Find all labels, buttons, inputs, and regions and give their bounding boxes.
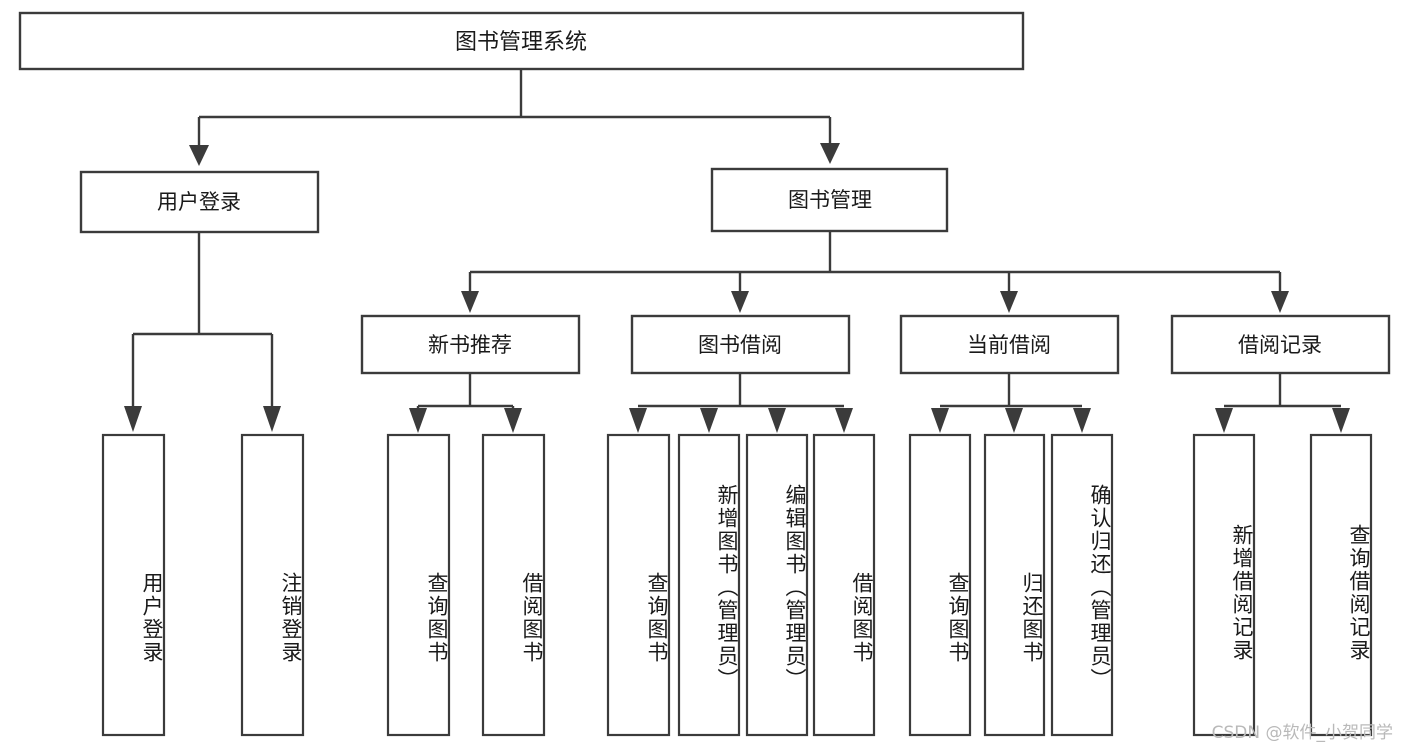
node-user-login[interactable]: 用户登录: [79, 170, 320, 234]
node-book-borrow-label: 图书借阅: [698, 333, 782, 357]
leaf-box-borrow-book-2[interactable]: [812, 433, 876, 737]
node-book-manage-box[interactable]: [710, 167, 949, 233]
arrow-head-current-borrow: [1000, 291, 1018, 313]
leaf-box-return-book[interactable]: [983, 433, 1046, 737]
arrow-head-leaf-return-book: [1005, 408, 1023, 433]
leaf-box-query-book-3[interactable]: [908, 433, 972, 737]
node-book-manage[interactable]: 图书管理: [710, 167, 949, 233]
connectors-book-manage-to-level3: [461, 231, 1289, 313]
leaf-box-query-book-2[interactable]: [606, 433, 671, 737]
arrow-head-leaf-add-record: [1215, 408, 1233, 433]
node-book-borrow-box[interactable]: [630, 314, 851, 375]
node-book-borrow[interactable]: 图书借阅: [630, 314, 851, 375]
node-borrow-record[interactable]: 借阅记录: [1170, 314, 1391, 375]
arrow-head-leaf-query-book-2: [629, 408, 647, 433]
leaf-box-add-book[interactable]: [677, 433, 741, 737]
node-borrow-record-label: 借阅记录: [1238, 333, 1322, 357]
connectors-book-borrow-to-leaves: [629, 373, 853, 433]
arrow-head-book-borrow: [731, 291, 749, 313]
node-current-borrow-label: 当前借阅: [967, 333, 1051, 357]
arrow-head-leaf-user-login: [124, 406, 142, 432]
leaf-box-logout[interactable]: [240, 433, 305, 737]
leaf-box-query-book-1[interactable]: [386, 433, 451, 737]
node-root[interactable]: 图书管理系统: [18, 11, 1025, 71]
arrow-head-leaf-borrow-book-2: [835, 408, 853, 433]
arrow-head-borrow-record: [1271, 291, 1289, 313]
node-new-book-recommend-label: 新书推荐: [428, 333, 512, 357]
leaf-box-edit-book[interactable]: [745, 433, 809, 737]
node-new-book-recommend[interactable]: 新书推荐: [360, 314, 581, 375]
node-user-login-box[interactable]: [79, 170, 320, 234]
arrow-head-leaf-confirm-return: [1073, 408, 1091, 433]
connectors-user-login-to-leaves: [124, 232, 281, 432]
arrow-head-leaf-query-record: [1332, 408, 1350, 433]
arrow-head-new-book-recommend: [461, 291, 479, 313]
arrow-head-user-login: [189, 145, 209, 166]
leaf-box-query-record[interactable]: [1309, 433, 1373, 737]
leaf-boxes: [101, 433, 1373, 737]
node-root-box[interactable]: [18, 11, 1025, 71]
arrow-head-leaf-query-book-1: [409, 408, 427, 433]
arrow-head-leaf-logout: [263, 406, 281, 432]
arrow-head-leaf-edit-book: [768, 408, 786, 433]
leaf-box-add-record[interactable]: [1192, 433, 1256, 737]
arrow-head-leaf-borrow-book-1: [504, 408, 522, 433]
leaf-box-user-login[interactable]: [101, 433, 166, 737]
node-new-book-recommend-box[interactable]: [360, 314, 581, 375]
node-current-borrow-box[interactable]: [899, 314, 1120, 375]
node-book-manage-label: 图书管理: [788, 188, 872, 212]
connectors-borrow-record-to-leaves: [1215, 373, 1350, 433]
connectors-new-book-to-leaves: [409, 373, 522, 433]
node-root-label: 图书管理系统: [455, 30, 587, 55]
arrow-head-book-manage: [820, 143, 840, 164]
arrow-head-leaf-add-book: [700, 408, 718, 433]
arrow-head-leaf-query-book-3: [931, 408, 949, 433]
leaf-box-borrow-book-1[interactable]: [481, 433, 546, 737]
connectors-root-to-level2: [189, 69, 840, 166]
node-borrow-record-box[interactable]: [1170, 314, 1391, 375]
leaf-box-confirm-return[interactable]: [1050, 433, 1114, 737]
connectors-current-borrow-to-leaves: [931, 373, 1091, 433]
node-current-borrow[interactable]: 当前借阅: [899, 314, 1120, 375]
node-user-login-label: 用户登录: [157, 190, 241, 214]
